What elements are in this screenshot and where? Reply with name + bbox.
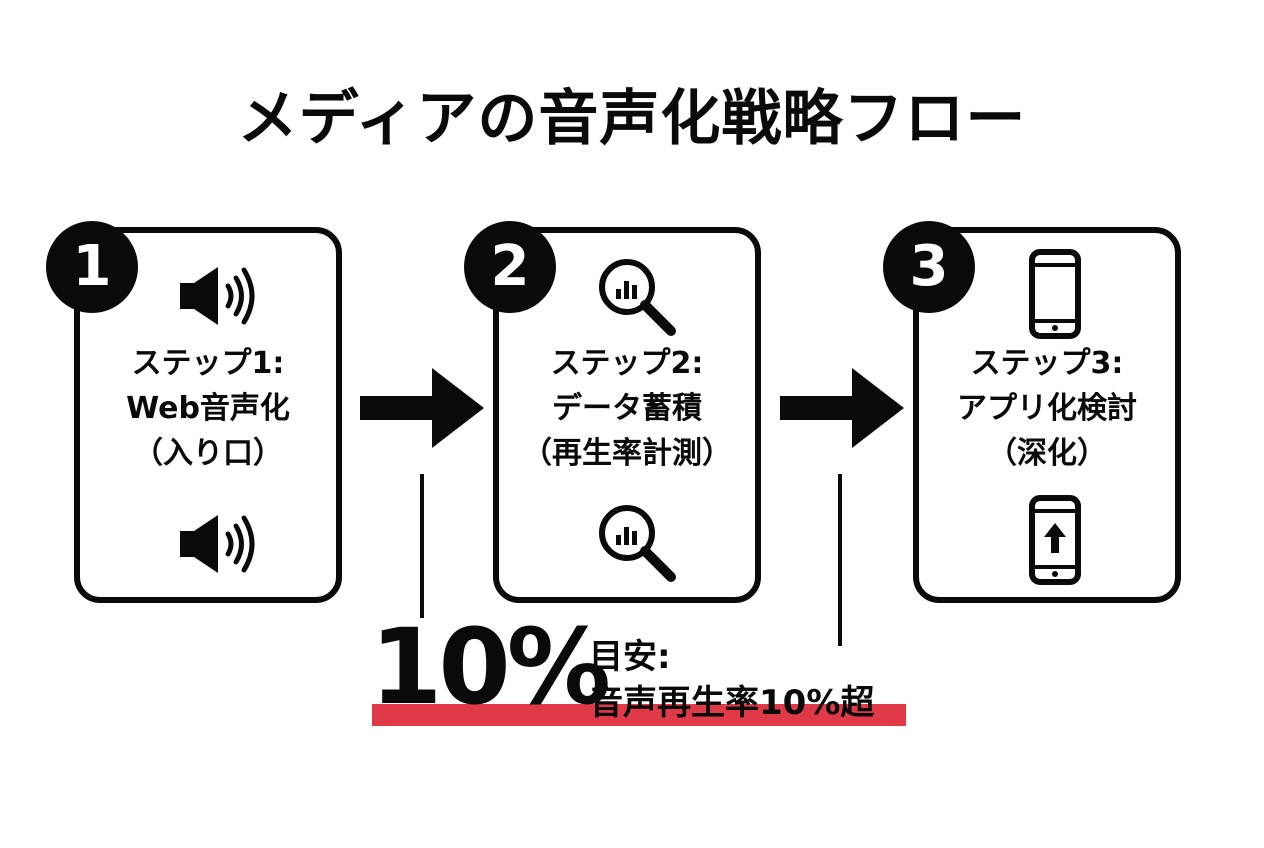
smartphone-upload-icon [1029, 495, 1081, 585]
step-1-label: ステップ1: Web音声化 （入り口） [80, 341, 336, 476]
step-2-badge: 2 [464, 221, 556, 313]
step-2-label-line3: （再生率計測） [522, 436, 732, 471]
step-2-label-line2: データ蓄積 [552, 391, 702, 426]
step-3-label-line2: アプリ化検討 [957, 391, 1137, 426]
step-2-label-line1: ステップ2: [550, 346, 704, 381]
arrow-right-icon [780, 368, 904, 448]
milestone-note-line1: 目安: [589, 637, 671, 677]
milestone-highlight-bar [372, 704, 906, 726]
step-1-label-line3: （入り口） [133, 436, 283, 471]
milestone-percent: 10% [370, 606, 611, 728]
speaker-icon [180, 267, 255, 325]
smartphone-icon [1029, 249, 1081, 339]
milestone-note: 目安: 音声再生率10%超 [589, 634, 874, 726]
arrow-right-icon [360, 368, 484, 448]
magnifier-chart-icon [599, 505, 676, 582]
milestone-connector-line [420, 474, 424, 618]
magnifier-chart-icon [599, 259, 676, 336]
step-1-badge: 1 [46, 221, 138, 313]
step-3-label: ステップ3: アプリ化検討 （深化） [919, 341, 1175, 476]
page-title: メディアの音声化戦略フロー [237, 84, 1027, 154]
milestone-connector-line [838, 474, 842, 646]
step-3-label-line1: ステップ3: [970, 346, 1124, 381]
step-2-label: ステップ2: データ蓄積 （再生率計測） [499, 341, 755, 476]
step-3-card: ステップ3: アプリ化検討 （深化） [913, 227, 1181, 603]
step-1-card: ステップ1: Web音声化 （入り口） [74, 227, 342, 603]
step-1-label-line2: Web音声化 [126, 391, 290, 426]
step-3-label-line3: （深化） [987, 436, 1107, 471]
step-3-badge: 3 [883, 221, 975, 313]
speaker-icon [180, 515, 255, 573]
milestone-note-line2: 音声再生率10%超 [589, 683, 875, 723]
step-1-label-line1: ステップ1: [131, 346, 285, 381]
